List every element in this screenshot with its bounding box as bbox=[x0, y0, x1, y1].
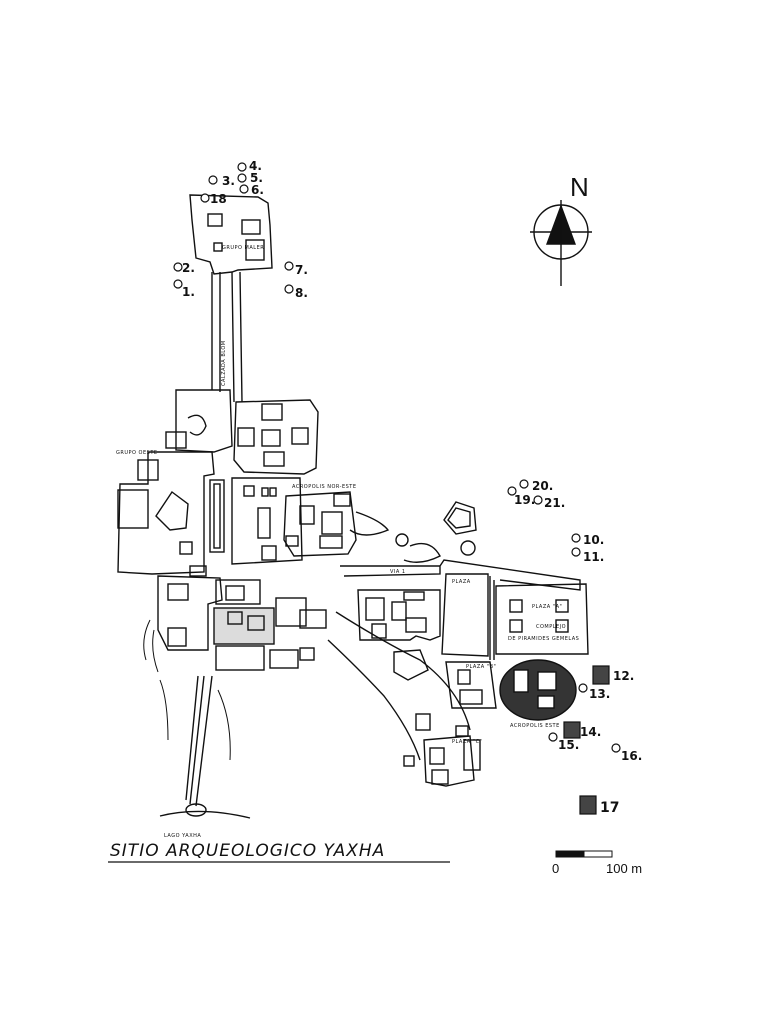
scale-bar bbox=[555, 850, 613, 858]
label-complejo: COMPLEJO bbox=[536, 624, 567, 630]
marker-label-1: 1. bbox=[182, 285, 195, 299]
label-plaza: PLAZA bbox=[452, 579, 471, 585]
north-label: N bbox=[570, 172, 589, 202]
marker-17-box bbox=[579, 795, 597, 815]
label-acropolis-este: ACROPOLIS ESTE bbox=[510, 723, 560, 729]
label-grupo-maler: GRUPO MALER bbox=[222, 245, 265, 251]
scale-end: 100 m bbox=[606, 861, 643, 876]
marker-label-13: 13. bbox=[589, 687, 611, 701]
marker-label-14: 14. bbox=[580, 725, 602, 739]
scale-start: 0 bbox=[552, 861, 560, 876]
marker-14-box bbox=[563, 721, 581, 739]
complejo-piramides-gemelas bbox=[495, 583, 589, 655]
marker-label-19: 19. bbox=[514, 493, 536, 507]
plaza-outline bbox=[441, 573, 489, 657]
north-arrow bbox=[530, 200, 592, 286]
lake-shore bbox=[159, 810, 251, 819]
label-plaza-b: PLAZA "B" bbox=[466, 664, 497, 670]
via-1 bbox=[340, 559, 581, 591]
marker-label-17: 17 bbox=[600, 800, 620, 816]
acropolis-noreste-outline bbox=[283, 491, 357, 557]
marker-label-6: 6. bbox=[251, 183, 264, 197]
map-title: SITIO ARQUEOLOGICO YAXHA bbox=[110, 841, 386, 861]
marker-label-10: 10. bbox=[583, 533, 605, 547]
label-plaza-a: PLAZA "A" bbox=[532, 604, 563, 610]
label-acropolis-noreste: ACROPOLIS NOR-ESTE bbox=[292, 484, 357, 490]
marker-label-7: 7. bbox=[295, 263, 308, 277]
marker-label-20: 20. bbox=[532, 479, 554, 493]
lake-causeway bbox=[185, 675, 213, 807]
marker-label-2: 2. bbox=[182, 261, 195, 275]
marker-label-8: 8. bbox=[295, 286, 308, 300]
marker-label-21: 21. bbox=[544, 496, 566, 510]
label-piramides-gemelas: DE PIRAMIDES GEMELAS bbox=[508, 636, 580, 642]
marker-label-3: 3. bbox=[222, 174, 235, 188]
marker-label-4: 4. bbox=[249, 159, 262, 173]
label-calzada: CALZADA BLOM bbox=[221, 340, 227, 386]
marker-label-11: 11. bbox=[583, 550, 605, 564]
marker-label-5: 5. bbox=[250, 171, 263, 185]
label-grupo-oeste: GRUPO OESTE bbox=[116, 450, 158, 456]
marker-label-12: 12. bbox=[613, 669, 635, 683]
marker-label-15: 15. bbox=[558, 738, 580, 752]
marker-12-box bbox=[592, 665, 610, 685]
marker-label-18: 18 bbox=[210, 192, 227, 206]
marker-label-16: 16. bbox=[621, 749, 643, 763]
north-acropolis bbox=[233, 399, 319, 475]
label-via1: VIA 1 bbox=[390, 569, 406, 575]
label-lago: LAGO YAXHA bbox=[164, 833, 202, 839]
grupo-maler-outline bbox=[189, 194, 273, 275]
calzada-blom bbox=[211, 271, 243, 403]
grupo-oeste-outline bbox=[117, 451, 215, 575]
label-plaza-c: PLAZA "C" bbox=[452, 739, 483, 745]
